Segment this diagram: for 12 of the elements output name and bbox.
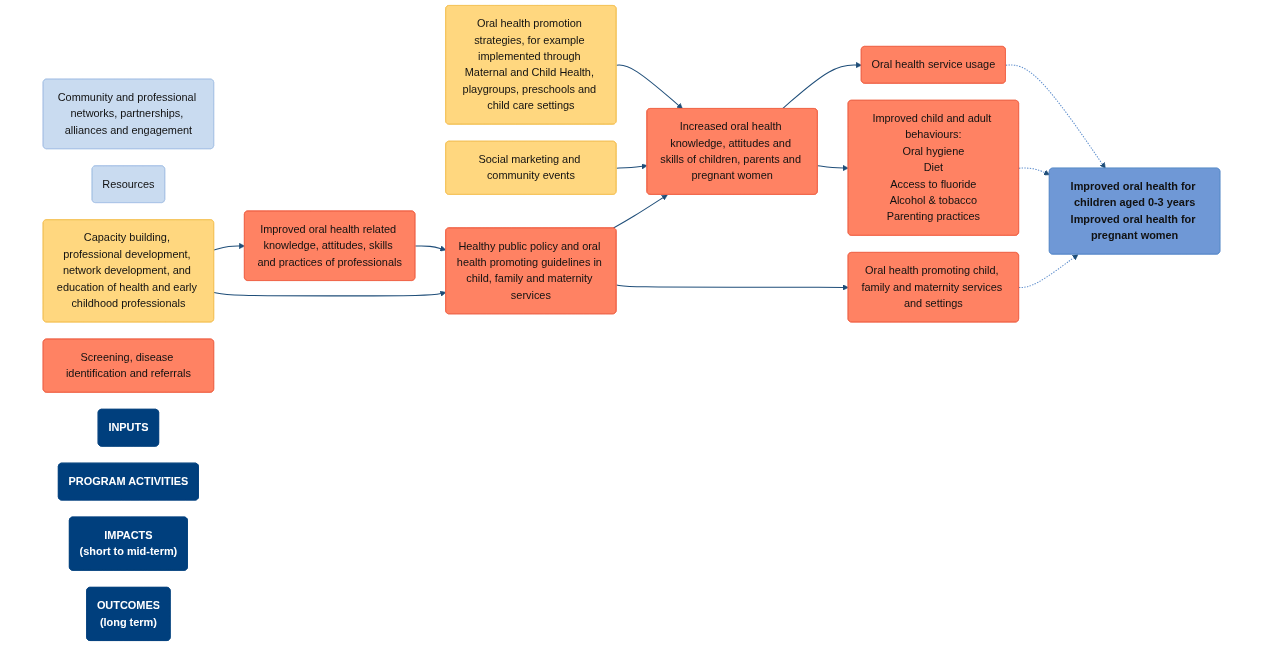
arrow — [817, 165, 849, 172]
arrow — [616, 284, 849, 291]
arrow — [616, 163, 648, 170]
arrow — [414, 245, 447, 252]
arrow — [612, 194, 668, 229]
arrow — [781, 62, 862, 110]
arrow — [213, 290, 447, 297]
arrow — [616, 64, 683, 110]
arrow — [1005, 64, 1106, 169]
arrow — [1018, 167, 1050, 176]
arrow — [213, 242, 245, 251]
arrow — [1018, 254, 1079, 289]
